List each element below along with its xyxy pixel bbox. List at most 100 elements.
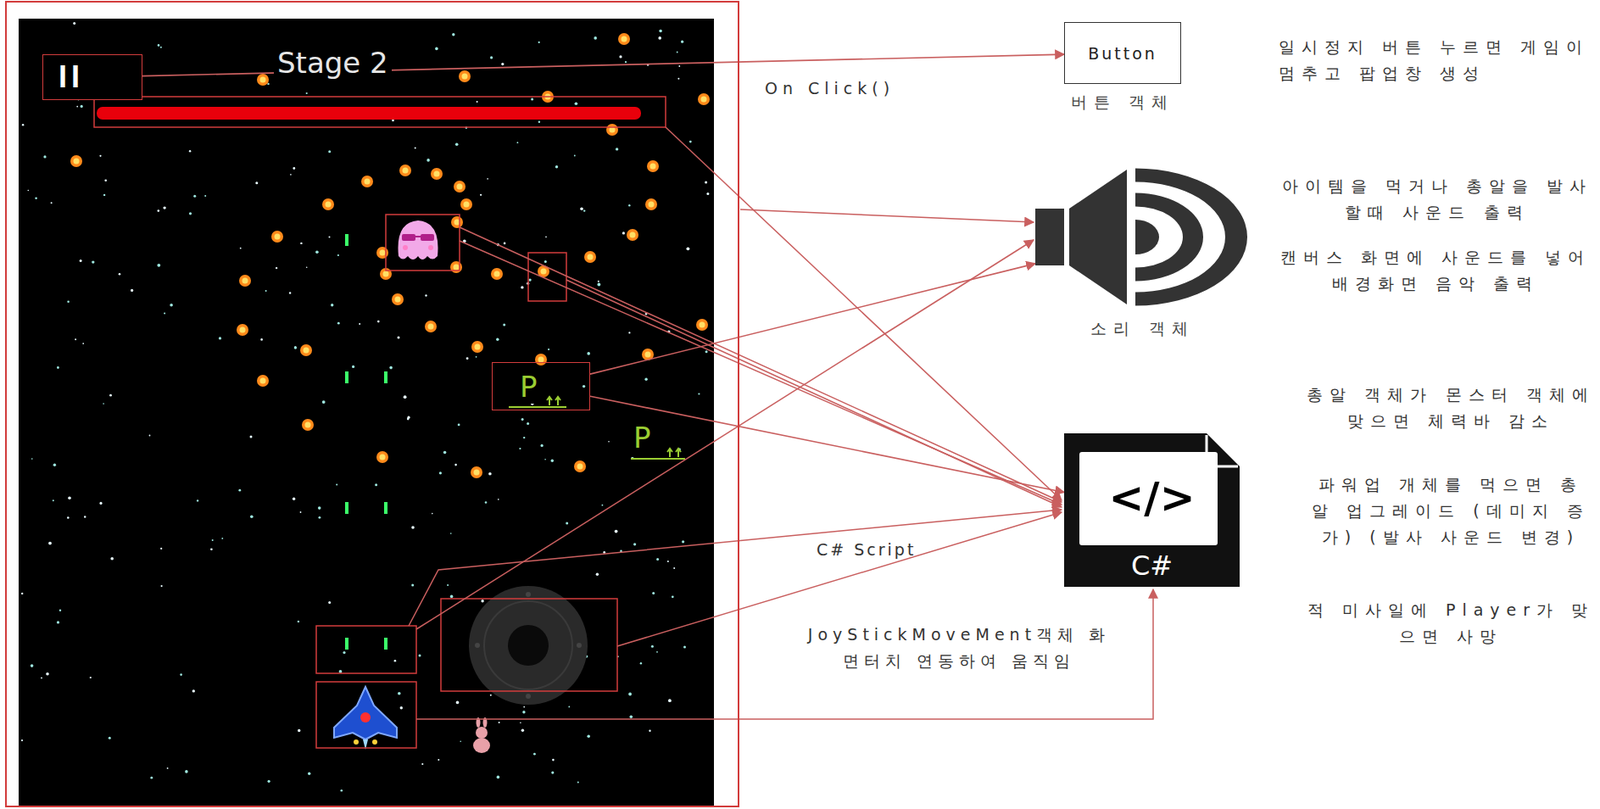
star — [480, 599, 484, 603]
star — [340, 789, 344, 792]
annotation-text: 아이템을 먹거나 총알을 발사할때 사운드 출력 — [1278, 172, 1596, 226]
star — [45, 672, 50, 676]
star — [389, 366, 393, 370]
enemy-bullet-core — [701, 96, 708, 103]
star — [547, 348, 550, 351]
bunny-head — [475, 726, 488, 739]
star — [486, 178, 489, 180]
star — [530, 98, 534, 101]
joystick-dot — [474, 642, 480, 648]
star — [706, 192, 709, 196]
star — [450, 532, 452, 535]
star — [538, 121, 541, 123]
powerup-underline — [508, 406, 567, 408]
enemy-bullet-core — [428, 323, 435, 330]
star — [596, 573, 599, 576]
star — [668, 698, 672, 703]
leader-line — [566, 279, 1062, 508]
enemy-bullet-core — [434, 171, 441, 178]
code-symbol: </> — [1064, 472, 1240, 524]
star — [614, 529, 619, 534]
star — [411, 584, 414, 587]
enemy-bullet — [271, 230, 284, 243]
enemy-bullet — [606, 123, 619, 136]
star — [644, 378, 647, 381]
star — [681, 540, 685, 543]
star — [583, 209, 586, 212]
star — [586, 734, 591, 738]
star — [521, 729, 525, 732]
enemy-bullet — [256, 374, 269, 387]
enemy-bullet — [300, 344, 313, 357]
star — [238, 489, 241, 492]
star — [457, 423, 461, 427]
monster-glasses — [401, 234, 416, 241]
star — [130, 289, 134, 292]
star — [66, 516, 70, 519]
star — [418, 653, 422, 657]
player-bullet — [384, 371, 388, 384]
powerup-item-box: P — [491, 362, 591, 411]
star — [533, 752, 536, 756]
enemy-bullet — [256, 73, 269, 86]
star — [568, 706, 570, 709]
file-body — [1064, 433, 1240, 587]
enemy-bullet — [535, 353, 547, 366]
speaker-cone — [1069, 169, 1127, 305]
star — [40, 677, 43, 680]
star — [683, 645, 686, 648]
star — [577, 780, 580, 783]
enemy-bullet-core — [325, 201, 332, 208]
star — [677, 78, 680, 80]
star — [394, 659, 397, 663]
star — [400, 706, 403, 709]
star — [292, 497, 296, 501]
enemy-bullet-core — [540, 268, 547, 275]
star — [476, 100, 479, 103]
star — [519, 722, 522, 725]
star — [628, 331, 630, 334]
star — [656, 557, 659, 561]
highlight-boxes — [94, 96, 666, 748]
enemy-bullet-core — [260, 378, 267, 385]
enemy-bullet — [376, 246, 389, 259]
highlight-box — [316, 625, 417, 674]
star — [150, 776, 153, 780]
star — [451, 33, 455, 36]
enemy-bullet-core — [402, 167, 409, 174]
star — [624, 61, 627, 63]
star — [89, 676, 92, 679]
star — [411, 525, 415, 530]
enemy-bullet-core — [587, 254, 594, 261]
enemy-bullet-core — [621, 36, 628, 43]
star — [657, 36, 662, 40]
star — [289, 173, 292, 176]
enemy-bullet-core — [457, 183, 463, 190]
star — [108, 736, 112, 740]
enemy-bullet — [618, 33, 630, 45]
powerup-decor — [508, 396, 686, 459]
star — [192, 689, 196, 692]
star — [648, 730, 651, 732]
star — [221, 537, 223, 540]
star — [156, 263, 161, 268]
leader-line — [408, 509, 1062, 626]
star — [34, 197, 38, 201]
star — [551, 758, 555, 762]
enemy-bullet-core — [395, 296, 402, 303]
star — [99, 501, 102, 505]
button-label: Button — [1087, 44, 1158, 63]
star — [658, 29, 663, 34]
star — [250, 514, 254, 519]
enemy-bullet-core — [629, 232, 636, 239]
star — [335, 484, 338, 486]
star — [629, 715, 634, 720]
star — [602, 504, 604, 507]
leader-line — [665, 127, 1062, 501]
enemy-bullet — [471, 340, 484, 353]
star — [330, 303, 334, 307]
star — [160, 46, 162, 49]
